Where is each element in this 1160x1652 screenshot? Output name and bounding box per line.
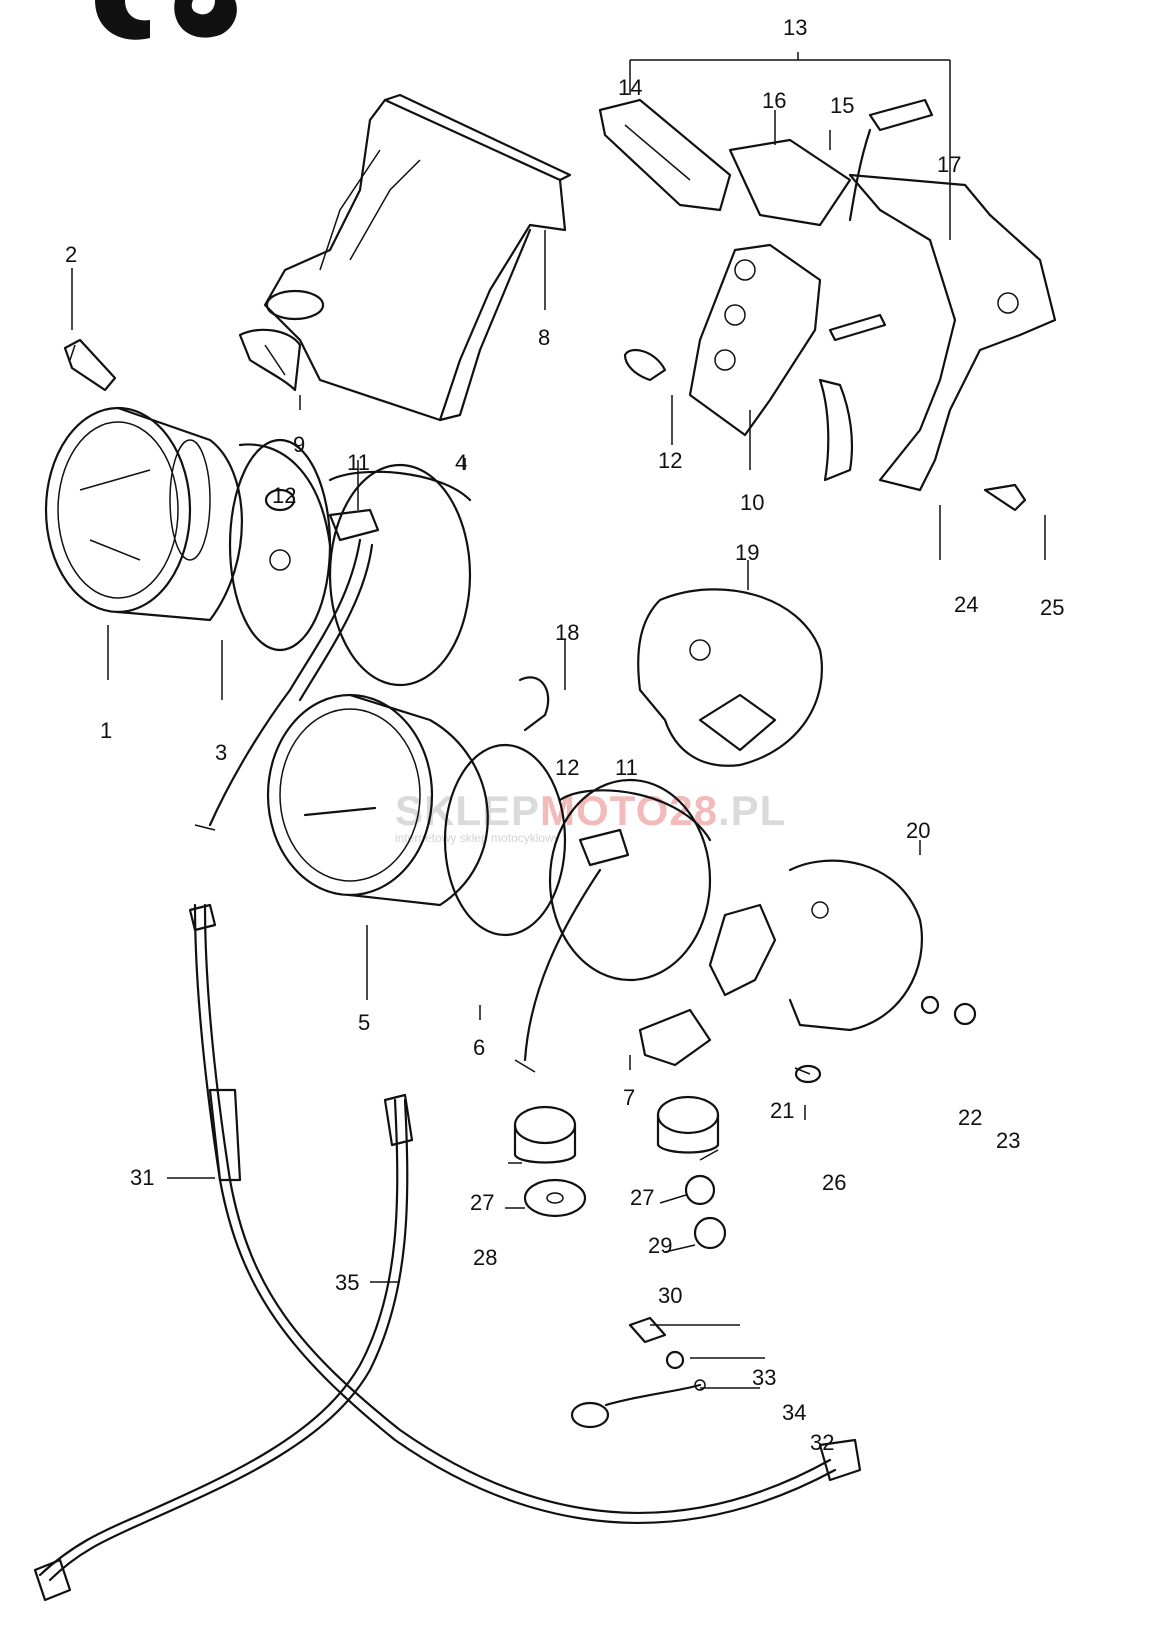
part-21-screw [794,1064,822,1084]
part-8-upper-cover [263,93,572,422]
part-18-clip [518,676,550,732]
callout-12-lower: 12 [555,755,579,780]
callout-15: 15 [830,93,854,118]
svg-text:internetowy sklep motocyklowy: internetowy sklep motocyklowy [395,831,560,845]
callout-33: 33 [752,1365,776,1390]
part-27-grommet-right [656,1095,720,1154]
callout-16: 16 [762,88,786,113]
callout-17: 17 [937,152,961,177]
callout-27-left: 27 [470,1190,494,1215]
part-33-bolt [628,1316,667,1344]
part-28-washer [523,1178,587,1218]
callout-22: 22 [958,1105,982,1130]
part-32-wire-terminal [570,1379,706,1429]
part-6-case [443,743,567,937]
callout-11-lower: 11 [615,755,638,780]
part-30-nut [693,1216,727,1250]
part-22-washer [920,995,940,1015]
callout-24: 24 [954,592,978,617]
part-20-cover [638,859,923,1067]
callout-6: 6 [473,1035,485,1060]
callout-27-right: 27 [630,1185,654,1210]
part-31-speedometer-cable [188,903,862,1524]
callout-1: 1 [100,718,112,743]
callout-10: 10 [740,490,764,515]
part-5-tachometer [266,693,489,907]
part-4-housing [328,463,472,687]
part-10-inner-panel [688,243,887,437]
part-24-bracket [818,173,1057,492]
callout-26: 26 [822,1170,846,1195]
part-14-indicator-panel [598,98,732,212]
part-12-bulb-right [623,348,667,382]
callout-11-upper: 11 [347,450,370,475]
part-12-bulb-top [264,488,296,512]
part-27-grommet-left [513,1105,577,1164]
callout-23: 23 [996,1128,1020,1153]
callout-4: 4 [455,450,467,475]
callout-5: 5 [358,1010,370,1035]
callout-31: 31 [130,1165,154,1190]
part-1-speedometer [44,406,243,622]
callout-30: 30 [658,1283,682,1308]
part-11-upper-socket [194,508,380,831]
callout-19: 19 [735,540,759,565]
part-35-tachometer-cable [33,1093,414,1602]
callout-21: 21 [770,1098,794,1123]
callout-34: 34 [782,1400,806,1425]
leader-lines [71,52,1046,1389]
part-23-nut [953,1002,977,1026]
callout-labels: 2 8 9 4 11 12 1 3 12 10 13 14 16 15 17 2… [65,15,1064,1455]
callout-29: 29 [648,1233,672,1258]
callout-25: 25 [1040,595,1064,620]
callout-35: 35 [335,1270,359,1295]
callout-20: 20 [906,818,930,843]
callout-9: 9 [293,432,305,457]
callout-13: 13 [783,15,807,40]
svg-text:SKLEPMOTO28.PL: SKLEPMOTO28.PL [395,787,786,834]
part-25-screw [983,483,1027,512]
callout-12-upper: 12 [272,483,296,508]
callout-14: 14 [618,75,642,100]
callout-8: 8 [538,325,550,350]
callout-2: 2 [65,242,77,267]
part-19-cover [637,588,823,767]
watermark: SKLEPMOTO28.PL internetowy sklep motocyk… [395,787,786,845]
callout-18: 18 [555,620,579,645]
callout-7: 7 [623,1085,635,1110]
part-7-housing [514,778,712,1073]
callout-3: 3 [215,740,227,765]
part-9-bracket [238,328,302,392]
part-2-bulb [63,338,117,392]
callout-32: 32 [810,1430,834,1455]
corner-mark [95,0,237,40]
part-29-washer [684,1174,716,1206]
callout-28: 28 [473,1245,497,1270]
callout-12-right: 12 [658,448,682,473]
part-34-washer [665,1350,685,1370]
part-16-15-bulb-board [728,98,934,227]
part-3-case [228,438,332,652]
